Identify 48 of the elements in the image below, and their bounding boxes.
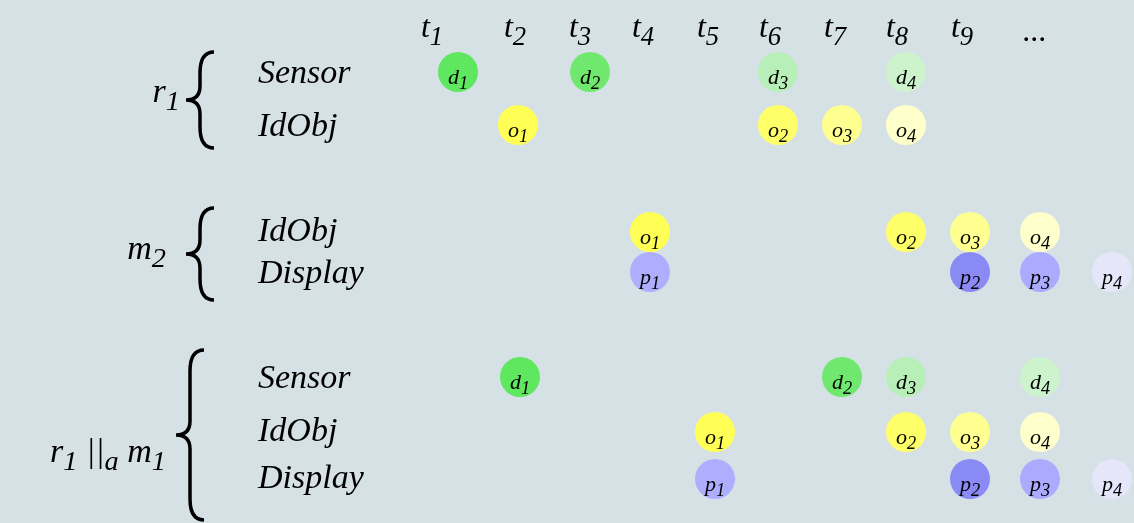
event-dot: o$_{4}$ xyxy=(886,105,926,145)
event-dot: d$_{3}$ xyxy=(886,357,926,397)
event-dot: p$_{3}$ xyxy=(1020,252,1060,292)
event-dot: d$_{4}$ xyxy=(886,52,926,92)
group-label: m$_{2}$ xyxy=(127,231,166,273)
event-dot: p$_{1}$ xyxy=(630,252,670,292)
event-dot: d$_{1}$ xyxy=(500,357,540,397)
row-label: Sensor xyxy=(258,360,351,394)
event-dot: o$_{4}$ xyxy=(1020,412,1060,452)
event-dot: d$_{2}$ xyxy=(570,52,610,92)
row-label: IdObj xyxy=(258,413,338,447)
event-dot: o$_{3}$ xyxy=(950,212,990,252)
time-label: t$_{2}$ xyxy=(503,10,527,50)
group-label: r$_{1}$ ||$_{a}$ m$_{1}$ xyxy=(50,434,166,476)
event-dot: o$_{2}$ xyxy=(886,412,926,452)
event-dot: o$_{2}$ xyxy=(758,105,798,145)
event-dot: d$_{4}$ xyxy=(1020,357,1060,397)
time-label: t$_{9}$ xyxy=(950,10,974,50)
row-label: Display xyxy=(258,460,364,494)
event-dot: d$_{1}$ xyxy=(438,52,478,92)
row-label: Display xyxy=(258,255,364,289)
event-dot: o$_{1}$ xyxy=(695,412,735,452)
time-label: t$_{5}$ xyxy=(696,10,720,50)
time-label: t$_{1}$ xyxy=(420,10,444,50)
event-dot: p$_{4}$ xyxy=(1092,252,1132,292)
row-label: IdObj xyxy=(258,213,338,247)
event-dot: o$_{1}$ xyxy=(498,105,538,145)
event-dot: o$_{3}$ xyxy=(950,412,990,452)
event-dot: p$_{4}$ xyxy=(1092,459,1132,499)
time-label: t$_{4}$ xyxy=(631,10,655,50)
time-label: t$_{6}$ xyxy=(758,10,782,50)
row-label: Sensor xyxy=(258,55,351,89)
event-dot: p$_{2}$ xyxy=(950,252,990,292)
event-dot: o$_{4}$ xyxy=(1020,212,1060,252)
event-dot: p$_{3}$ xyxy=(1020,459,1060,499)
event-dot: d$_{3}$ xyxy=(758,52,798,92)
time-label: t$_{7}$ xyxy=(823,10,847,50)
time-label: t$_{8}$ xyxy=(885,10,909,50)
event-dot: o$_{2}$ xyxy=(886,212,926,252)
group-label: r$_{1}$ xyxy=(152,74,180,116)
event-dot: d$_{2}$ xyxy=(822,357,862,397)
event-dot: p$_{2}$ xyxy=(950,459,990,499)
event-dot: o$_{1}$ xyxy=(630,212,670,252)
event-dot: o$_{3}$ xyxy=(822,105,862,145)
row-label: IdObj xyxy=(258,108,338,142)
event-dot: p$_{1}$ xyxy=(695,459,735,499)
ellipsis: ... xyxy=(1023,14,1047,46)
time-label: t$_{3}$ xyxy=(568,10,592,50)
